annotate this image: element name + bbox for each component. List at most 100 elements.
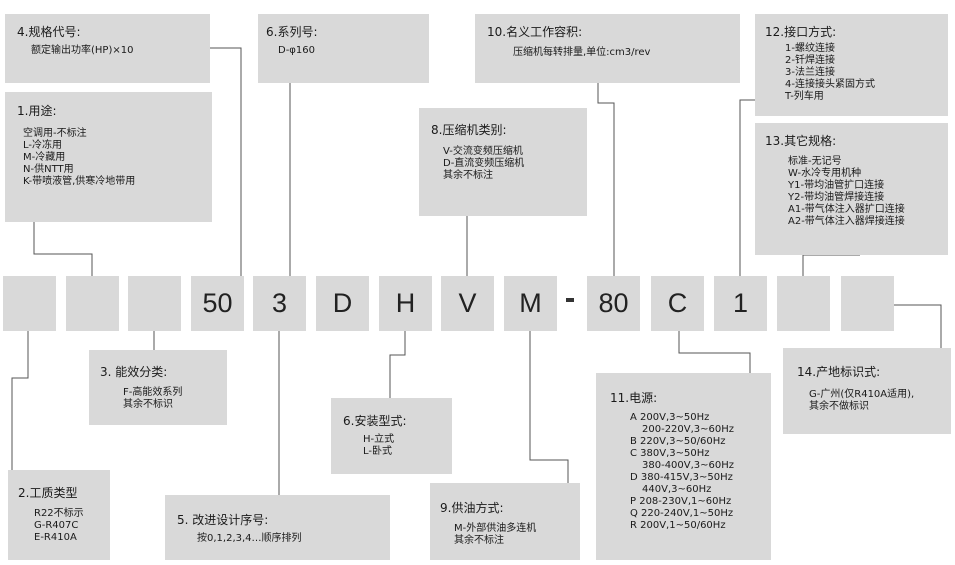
box-line: C 380V,3~50Hz (630, 448, 710, 459)
box-line: W-水冷专用机种 (788, 168, 862, 179)
box-compressor-type: 8.压缩机类别: V-交流变频压缩机 D-直流变频压缩机 其余不标注 (419, 108, 587, 216)
code-cell-6: D (316, 276, 369, 331)
code-cell-8: V (441, 276, 494, 331)
code-dash (566, 298, 574, 302)
box-title: 9.供油方式: (440, 501, 504, 515)
box-usage: 1.用途: 空调用-不标注 L-冷冻用 M-冷藏用 N-供NTT用 K-带喷液管… (5, 92, 212, 222)
box-line: R 200V,1~50/60Hz (630, 520, 726, 531)
box-title: 3. 能效分类: (100, 365, 168, 379)
box-line: F-高能效系列 (123, 387, 183, 398)
code-cell-1 (3, 276, 56, 331)
box-title: 6.安装型式: (343, 414, 407, 428)
box-line: 440V,3~60Hz (642, 484, 712, 495)
box-line: 4-连接接头紧固方式 (785, 79, 875, 90)
box-line: 标准-无记号 (788, 156, 842, 167)
code-cell-2 (66, 276, 119, 331)
box-line: 其余不标注 (443, 170, 493, 181)
box-title: 1.用途: (17, 104, 57, 118)
box-lines: 空调用-不标注 L-冷冻用 M-冷藏用 N-供NTT用 K-带喷液管,供寒冷地带… (23, 128, 135, 188)
box-power: 11.电源: A 200V,3~50Hz 200-220V,3~60Hz B 2… (596, 373, 771, 560)
box-lines: V-交流变频压缩机 D-直流变频压缩机 其余不标注 (443, 146, 524, 182)
box-line: P 208-230V,1~60Hz (630, 496, 732, 507)
box-design-seq: 5. 改进设计序号: 按0,1,2,3,4…顺序排列 (165, 495, 390, 560)
connector-spec-code (210, 47, 242, 276)
box-line: V-交流变频压缩机 (443, 146, 523, 157)
box-title: 5. 改进设计序号: (177, 513, 269, 527)
box-connection: 12.接口方式: 1-螺纹连接 2-钎焊连接 3-法兰连接 4-连接接头紧固方式… (755, 14, 948, 116)
box-series: 6.系列号: D-φ160 (258, 14, 429, 83)
connector-connection (739, 99, 755, 276)
box-title: 8.压缩机类别: (431, 123, 507, 137)
box-line: A2-带气体注入器焊接连接 (788, 216, 905, 227)
connector-usage (33, 222, 93, 276)
box-line: A 200V,3~50Hz (630, 412, 710, 423)
box-line: T-列车用 (785, 91, 824, 102)
box-lines: G-广州(仅R410A适用), 其余不做标识 (809, 389, 914, 413)
box-line: 其余不做标识 (809, 401, 869, 412)
box-line: D-φ160 (278, 45, 315, 56)
box-line: 其余不标注 (454, 535, 504, 546)
box-line: 2-钎焊连接 (785, 55, 835, 66)
connector-power (678, 331, 751, 373)
box-efficiency: 3. 能效分类: F-高能效系列 其余不标识 (89, 350, 227, 425)
box-mounting: 6.安装型式: H-立式 L-卧式 (331, 398, 452, 474)
code-cell-14 (841, 276, 894, 331)
code-cell-3 (128, 276, 181, 331)
box-lines: 压缩机每转排量,单位:cm3/rev (513, 47, 650, 59)
box-title: 2.工质类型 (18, 486, 78, 500)
box-line: 380-400V,3~60Hz (642, 460, 735, 471)
box-line: K-带喷液管,供寒冷地带用 (23, 176, 136, 187)
connector-mounting (389, 331, 406, 398)
box-line: M-冷藏用 (23, 152, 66, 163)
box-line: 1-螺纹连接 (785, 43, 835, 54)
box-oil-supply: 9.供油方式: M-外部供油多连机 其余不标注 (430, 483, 580, 560)
box-line: 200-220V,3~60Hz (642, 424, 735, 435)
box-spec-code: 4.规格代号: 额定输出功率(HP)×10 (5, 14, 210, 83)
box-lines: 标准-无记号 W-水冷专用机种 Y1-带均油管扩口连接 Y2-带均油管焊接连接 … (788, 156, 905, 228)
box-line: D-直流变频压缩机 (443, 158, 525, 169)
box-title: 13.其它规格: (765, 134, 837, 148)
code-cell-12: 1 (714, 276, 767, 331)
connector-oil-supply (529, 331, 569, 483)
code-cell-10: 80 (587, 276, 640, 331)
box-line: Y1-带均油管扩口连接 (788, 180, 885, 191)
box-line: 额定输出功率(HP)×10 (31, 45, 134, 56)
box-lines: D-φ160 (278, 45, 315, 57)
box-line: 按0,1,2,3,4…顺序排列 (197, 533, 302, 544)
code-cell-11: C (651, 276, 704, 331)
box-line: Y2-带均油管焊接连接 (788, 192, 885, 203)
box-title: 11.电源: (610, 391, 658, 405)
connector-displacement (597, 83, 615, 276)
box-lines: 额定输出功率(HP)×10 (31, 45, 133, 57)
box-displacement: 10.名义工作容积: 压缩机每转排量,单位:cm3/rev (475, 14, 740, 83)
box-line: L-冷冻用 (23, 140, 63, 151)
box-origin: 14.产地标识式: G-广州(仅R410A适用), 其余不做标识 (783, 348, 951, 434)
box-line: E-R410A (34, 532, 77, 543)
box-lines: A 200V,3~50Hz 200-220V,3~60Hz B 220V,3~5… (630, 412, 734, 532)
box-title: 14.产地标识式: (797, 365, 881, 379)
box-line: G-R407C (34, 520, 79, 531)
box-lines: 按0,1,2,3,4…顺序排列 (197, 533, 302, 545)
box-line: R22不标示 (34, 508, 84, 519)
box-line: 空调用-不标注 (23, 128, 87, 139)
box-line: H-立式 (363, 434, 395, 445)
code-cell-7: H (379, 276, 432, 331)
box-line: N-供NTT用 (23, 164, 74, 175)
code-cell-5: 3 (253, 276, 306, 331)
box-lines: F-高能效系列 其余不标识 (123, 387, 182, 411)
box-lines: M-外部供油多连机 其余不标注 (454, 523, 536, 547)
code-cell-13 (777, 276, 830, 331)
code-cell-9: M (504, 276, 557, 331)
code-cell-4: 50 (191, 276, 244, 331)
connector-refrigerant (11, 331, 29, 470)
box-line: B 220V,3~50/60Hz (630, 436, 726, 447)
box-line: 其余不标识 (123, 399, 173, 410)
box-line: A1-带气体注入器扩口连接 (788, 204, 905, 215)
connector-other-specs (802, 254, 860, 276)
box-title: 12.接口方式: (765, 25, 837, 39)
box-line: D 380-415V,3~50Hz (630, 472, 733, 483)
box-title: 10.名义工作容积: (487, 25, 583, 39)
box-lines: H-立式 L-卧式 (363, 434, 394, 458)
box-line: 压缩机每转排量,单位:cm3/rev (513, 47, 651, 58)
